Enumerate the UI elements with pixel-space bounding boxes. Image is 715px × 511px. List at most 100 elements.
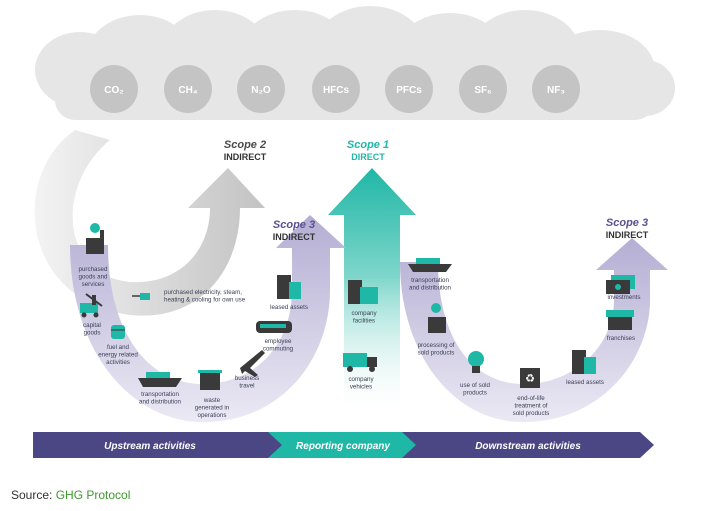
money-icon [606,275,635,294]
label-line: company [348,376,374,383]
gas-label: HFCs [323,85,350,96]
downstream-band [402,432,654,458]
scope1-type: DIRECT [351,152,385,162]
upstream-band [33,432,285,458]
building-down-icon [572,350,596,374]
label-line: business [235,375,259,382]
svg-text:♻: ♻ [525,373,535,385]
label-line: fuel and [107,344,130,351]
label-line: facilities [353,318,375,325]
gas-label: CO₂ [104,85,123,96]
label-line: treatment of [514,403,547,410]
gas-label: N₂O [251,85,271,96]
scope2-type: INDIRECT [224,152,267,162]
downstream-arc [400,238,668,423]
scope1-title: Scope 1 DIRECT [347,139,389,162]
ship-down-icon [408,258,452,272]
gas-nf3: NF₃ [532,65,580,113]
label-line: sold products [418,350,455,357]
label-line: and distribution [409,285,452,292]
reporting-band-label: Reporting company [296,441,390,452]
label-line: generated in [195,405,230,412]
gas-label: NF₃ [547,85,565,96]
gas-label: CH₄ [178,85,197,96]
label-line: operations [198,412,227,419]
label-line: leased assets [566,379,604,386]
label-line: vehicles [350,384,372,391]
plug-icon [132,293,150,300]
fuel-drum-icon [111,325,125,339]
label-line: processing of [418,342,455,349]
upstream-band-label: Upstream activities [104,441,196,452]
source-note: Source: GHG Protocol [11,488,130,502]
label-line: employee [265,338,292,345]
label-line: company [351,310,377,317]
label-line: activities [106,359,130,366]
label-line: sold products [513,410,550,417]
waste-bin-icon [198,370,222,390]
scope2-title: Scope 2 INDIRECT [224,139,267,162]
source-prefix: Source: [11,488,56,502]
gas-label: PFCs [396,85,422,96]
lightbulb-icon [468,351,484,373]
shop-icon [606,310,634,330]
gas-co2: CO₂ [90,65,138,113]
upstream-arc [70,215,346,423]
activity-band: Upstream activities Reporting company Do… [33,432,654,458]
label-line: capital [83,322,101,329]
label-line: heating & cooling for own use [164,297,246,304]
label-line: use of sold [460,382,490,389]
label-line: and distribution [139,399,182,406]
gas-circles: CO₂ CH₄ N₂O HFCs PFCs SF₆ NF₃ [90,65,580,113]
scope3-up-name: Scope 3 [273,219,315,231]
label-line: goods [84,330,101,337]
label-line: franchises [607,335,635,342]
gas-sf6: SF₆ [459,65,507,113]
label-franchises: franchises [607,335,635,342]
ship-icon [138,372,182,387]
gas-hfcs: HFCs [312,65,360,113]
gas-pfcs: PFCs [385,65,433,113]
label-investments: investments [607,294,640,301]
label-line: commuting [263,346,294,353]
reporting-band [268,432,419,458]
scope3-up-type: INDIRECT [273,232,316,242]
scope3-down-name: Scope 3 [606,217,648,229]
downstream-band-label: Downstream activities [475,441,581,452]
truck-icon [343,353,377,372]
label-line: investments [607,294,640,301]
train-icon [256,321,292,333]
label-line: energy related [98,352,138,359]
label-line: waste [203,397,221,404]
gas-ch4: CH₄ [164,65,212,113]
label-line: end-of-life [517,395,545,402]
forklift-icon [80,293,103,318]
label-leased-down: leased assets [566,379,604,386]
scope3-downstream-title: Scope 3 INDIRECT [606,217,649,240]
label-line: transportation [411,277,449,284]
scope3-down-type: INDIRECT [606,230,649,240]
label-line: services [82,281,105,288]
recycle-bin-icon: ♻ [520,368,540,388]
source-link[interactable]: GHG Protocol [55,488,131,502]
scope1-name: Scope 1 [347,139,389,151]
scope3-upstream-title: Scope 3 INDIRECT [273,219,316,242]
label-line: purchased electricity, steam, [164,289,242,296]
label-line: products [463,390,487,397]
building-icon [277,275,301,299]
